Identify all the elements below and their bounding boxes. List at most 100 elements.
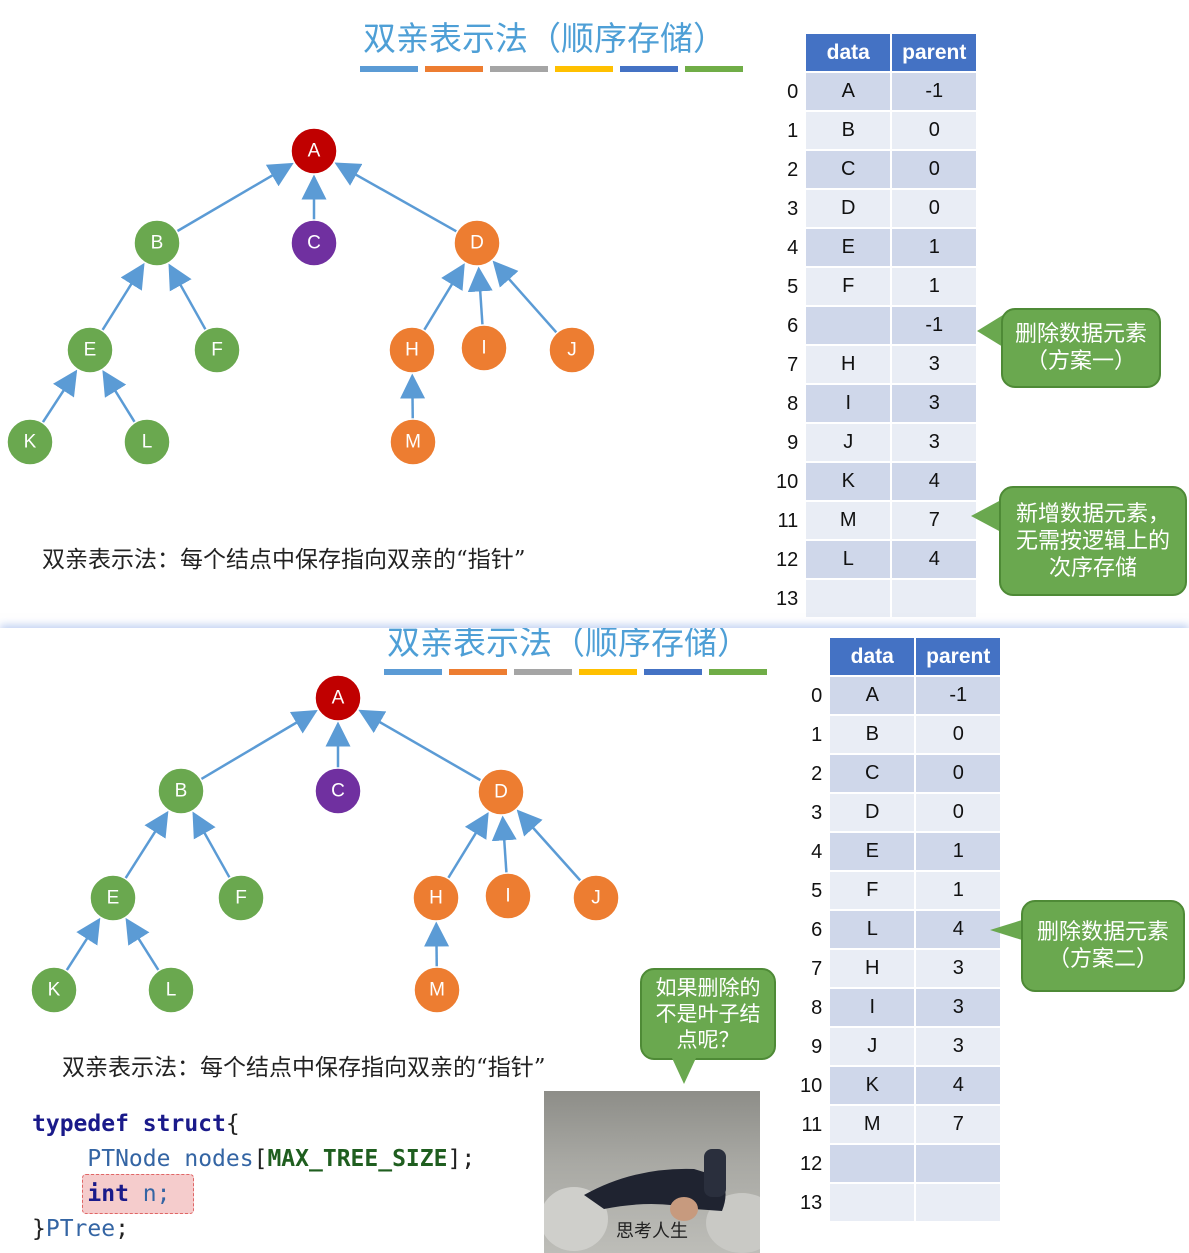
cell-data: D [806,190,893,229]
code-keyword: int [87,1181,129,1207]
stripe-segment [490,66,548,72]
row-index: 3 [776,190,807,229]
callout-add-element: 新增数据元素，无需按逻辑上的次序存储 [999,486,1187,596]
tree-edge [65,917,101,972]
slide-title: 双亲表示法（顺序存储） [387,628,750,662]
callout-question: 如果删除的不是叶子结点呢？ [640,968,776,1060]
code-type: PTree [45,1216,116,1242]
cell-data: I [806,385,893,424]
cell-parent: 3 [892,346,979,385]
tree-node-c [290,219,338,267]
stripe-segment [449,669,507,675]
code-punct: ]; [447,1146,476,1172]
stripe-segment [685,66,743,72]
cell-data: A [806,73,893,112]
cell-parent: 4 [916,911,1003,950]
row-index: 13 [776,580,807,619]
tree-node-b [133,219,181,267]
cell-parent: 4 [892,463,979,502]
tree-node-label: C [331,781,345,802]
cell-parent: 0 [916,716,1003,755]
tree-node-j [572,874,620,922]
tree-node-label: K [48,980,61,1001]
tree-edge [168,263,207,331]
row-index: 1 [800,716,831,755]
row-index: 7 [776,346,807,385]
table-row: 6-1 [776,307,979,346]
cell-parent: 0 [916,794,1003,833]
cell-data: H [830,950,917,989]
stripe-segment [709,669,767,675]
tree-node-e [66,326,114,374]
row-index: 1 [776,112,807,151]
cell-data [830,1145,917,1184]
tree-node-c [314,767,362,815]
cell-parent: 3 [916,950,1003,989]
cell-parent: 0 [916,755,1003,794]
tree-node-label: B [175,781,188,802]
cell-data: D [830,794,917,833]
tree-node-a [314,674,362,722]
index-header [800,638,831,677]
cell-parent: -1 [892,73,979,112]
tree-node-b [157,767,205,815]
code-field: n; [142,1181,171,1207]
cell-parent [916,1184,1003,1223]
cell-data: L [806,541,893,580]
tree-node-i [460,324,508,372]
tree-node-label: L [142,432,153,453]
tree-edge [200,709,318,781]
row-index: 4 [800,833,831,872]
cell-data [806,307,893,346]
tree-node-f [193,326,241,374]
tree-node-d [453,219,501,267]
cell-parent: 3 [892,424,979,463]
cell-parent: -1 [892,307,979,346]
tree-edge [192,811,231,879]
row-index: 8 [800,989,831,1028]
row-index: 11 [800,1106,831,1145]
cell-data: J [806,424,893,463]
cell-parent: 4 [916,1067,1003,1106]
cell-parent: 3 [916,1028,1003,1067]
tree-node-i [484,872,532,920]
code-type: PTNode [87,1146,171,1172]
table-row: 13 [800,1184,1003,1223]
tree-edge [491,815,517,874]
code-punct: ; [115,1216,129,1242]
tree-node-h [412,874,460,922]
row-index: 0 [776,73,807,112]
stripe-segment [425,66,483,72]
row-index: 2 [800,755,831,794]
photo-caption: 思考人生 [616,1221,688,1242]
row-index: 8 [776,385,807,424]
column-header-data: data [830,638,917,677]
cell-data: B [806,112,893,151]
cell-data: J [830,1028,917,1067]
tree-node-label: I [505,886,510,907]
tree-node-h [388,326,436,374]
row-index: 9 [800,1028,831,1067]
tree-node-a [290,127,338,175]
code-punct: } [32,1216,46,1242]
tree-node-label: J [567,340,577,361]
tree-edge [125,917,160,972]
cell-data: H [806,346,893,385]
tree-node-label: E [107,888,120,909]
tree-node-m [413,966,461,1014]
tree-edge [516,809,582,882]
row-index: 11 [776,502,807,541]
